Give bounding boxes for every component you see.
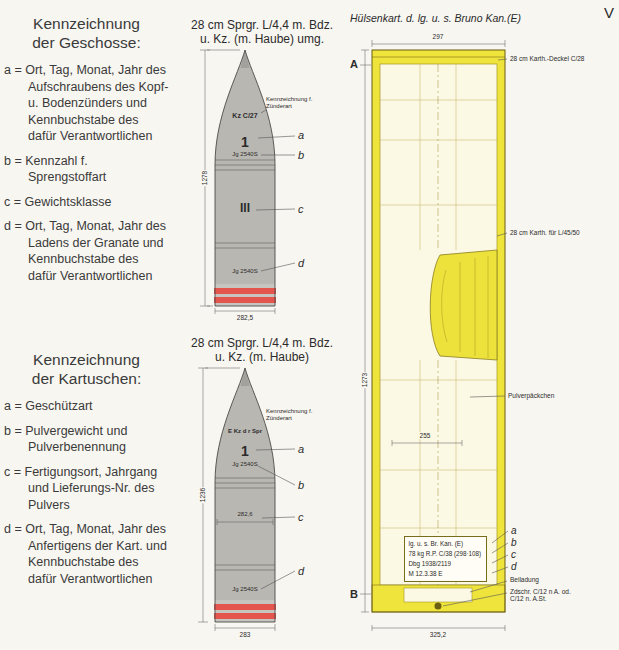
cartridge-label-box: lg. u. s. Br. Kan. (E)78 kg R.P. C/38 (2… (404, 536, 487, 582)
dimension: 325,2 (430, 631, 446, 638)
part-label: Beiladung (510, 576, 539, 583)
shell-outline (215, 50, 275, 306)
dimension-line (360, 40, 505, 631)
key-item: c = Gewichtsklasse (4, 194, 169, 211)
key-column: Kennzeichnung der Kartuschen: a = Geschüt… (4, 350, 169, 595)
key-column: Kennzeichnung der Geschosse: a = Ort, Tag… (4, 14, 169, 292)
cartridge-title: Hülsenkart. d. lg. u. s. Bruno Kan.(E) (350, 12, 521, 24)
packet-hatch (442, 256, 488, 358)
part-label: Zdschr. C/12 n A. od. C/12 n. A.St. (510, 588, 576, 603)
key-item: a = Ort, Tag, Monat, Jahr des Aufschraub… (4, 62, 169, 145)
node-outline (185, 14, 341, 310)
stencil-mark: Jg 2540S (232, 586, 257, 593)
node-outline (185, 332, 341, 626)
packet-lines (380, 64, 497, 585)
shell-drawing: 28 cm Sprgr. L/4,4 m. Bdz. u. Kz. (m. Ha… (185, 332, 341, 626)
shell-base (215, 284, 275, 306)
stencil-mark: Jg 2540S (232, 268, 257, 275)
leader-line (256, 110, 295, 271)
section-heading: Kennzeichnung der Kartuschen: (23, 350, 151, 388)
cartridge-outline (372, 50, 505, 612)
dimension: 1278 (201, 170, 208, 186)
part-label: 28 cm Karth. für L/45/50 (510, 229, 580, 236)
key-item: b = Pulvergewicht und Pulverbenennung (4, 423, 169, 456)
label-line: Dbg 1938/2119 (409, 559, 452, 569)
stencil-mark: 1 (241, 444, 249, 458)
dimension: 282,5 (237, 314, 253, 321)
shell-groove (215, 478, 275, 570)
dimension-line (200, 50, 275, 314)
shell-drawing: 28 cm Sprgr. L/4,4 m. Bdz. u. Kz. (m. Ha… (185, 14, 341, 310)
shell-heading: 28 cm Sprgr. L/4,4 m. Bdz. u. Kz. (m. Ha… (187, 18, 337, 46)
section-mark: A (350, 58, 358, 71)
callout-letter: d (298, 257, 304, 270)
section-heading: Kennzeichnung der Geschosse: (23, 14, 151, 52)
callout-note: Kennzeichnung f. Zünderart (266, 96, 316, 110)
stencil-mark: 1 (241, 135, 249, 149)
node-outline (345, 10, 525, 616)
shell-lower-art (198, 368, 295, 631)
key-item: a = Geschützart (4, 398, 169, 415)
cartridge-case (372, 50, 505, 612)
key-item: d = Ort, Tag, Monat, Jahr des Ladens der… (4, 218, 169, 284)
cartridge-drawing: Hülsenkart. d. lg. u. s. Bruno Kan.(E) lg… (345, 10, 525, 616)
cartridge-art (360, 40, 508, 631)
section-mark: B (350, 588, 358, 601)
shell-body (215, 368, 275, 622)
key-item: c = Fertigungsort, Jahrgang und Lieferun… (4, 464, 169, 514)
stencil-mark: Jg 2540S (232, 461, 257, 468)
label-line: M 12.3.38 E (409, 569, 443, 579)
callout-letter: d (511, 561, 517, 573)
stencil-mark: E Kz d r Spr (228, 428, 262, 435)
rotating-band (214, 297, 276, 303)
callout-note: Kennzeichnung f. Zünderart (266, 408, 316, 422)
callout-letter: a (298, 129, 304, 142)
callout-letter: d (298, 565, 304, 578)
key-item: b = Kennzahl f. Sprengstoffart (4, 153, 169, 186)
lid-line (372, 57, 505, 58)
shell-body (215, 50, 275, 306)
rotating-band (214, 288, 276, 294)
stencil-mark: Jg 2540S (232, 151, 257, 158)
primer (435, 603, 442, 610)
cartridge-base (372, 585, 505, 612)
label-line: lg. u. s. Br. Kan. (E) (409, 539, 464, 549)
dimension: 1273 (361, 372, 368, 388)
dimension: 282,6 (237, 511, 252, 518)
part-label: 28 cm Karth.-Deckel C/28 (510, 55, 584, 62)
dimension: 297 (433, 33, 444, 40)
rotating-band (214, 613, 276, 619)
callout-letter: c (298, 511, 304, 524)
key-item: d = Ort, Tag, Monat, Jahr des Anfertigen… (4, 521, 169, 587)
shell-heading: 28 cm Sprgr. L/4,4 m. Bdz. u. Kz. (m. Ha… (187, 336, 337, 364)
stencil-mark: Kz C/27 (232, 112, 257, 120)
callout-letter: a (298, 443, 304, 456)
shell-base (215, 600, 275, 622)
dimension: 255 (419, 432, 432, 439)
cartridge-interior (380, 64, 497, 585)
page-fragment: V (604, 4, 614, 21)
callout-letter: b (298, 149, 304, 162)
shell-groove (215, 160, 275, 248)
label-line: 78 kg R.P. C/38 (298·108) (409, 549, 482, 559)
powder-packet-cutaway (430, 250, 497, 360)
stencil-mark: III (240, 202, 250, 216)
leader-line (256, 449, 295, 589)
rotating-band (214, 604, 276, 610)
leader-line (443, 59, 508, 606)
dimension: 1236 (199, 487, 206, 503)
callout-letter: c (298, 203, 304, 216)
callout-letter: b (511, 537, 517, 549)
dimension-line (198, 368, 275, 631)
shell-upper-art (200, 50, 295, 314)
callout-letter: c (511, 549, 516, 561)
igniter-charge (404, 588, 472, 602)
callout-letter: a (511, 525, 517, 537)
callout-letter: b (298, 479, 304, 492)
part-label: Pulverpäckchen (508, 392, 554, 399)
dimension: 283 (240, 631, 251, 638)
shell-outline (215, 368, 275, 622)
